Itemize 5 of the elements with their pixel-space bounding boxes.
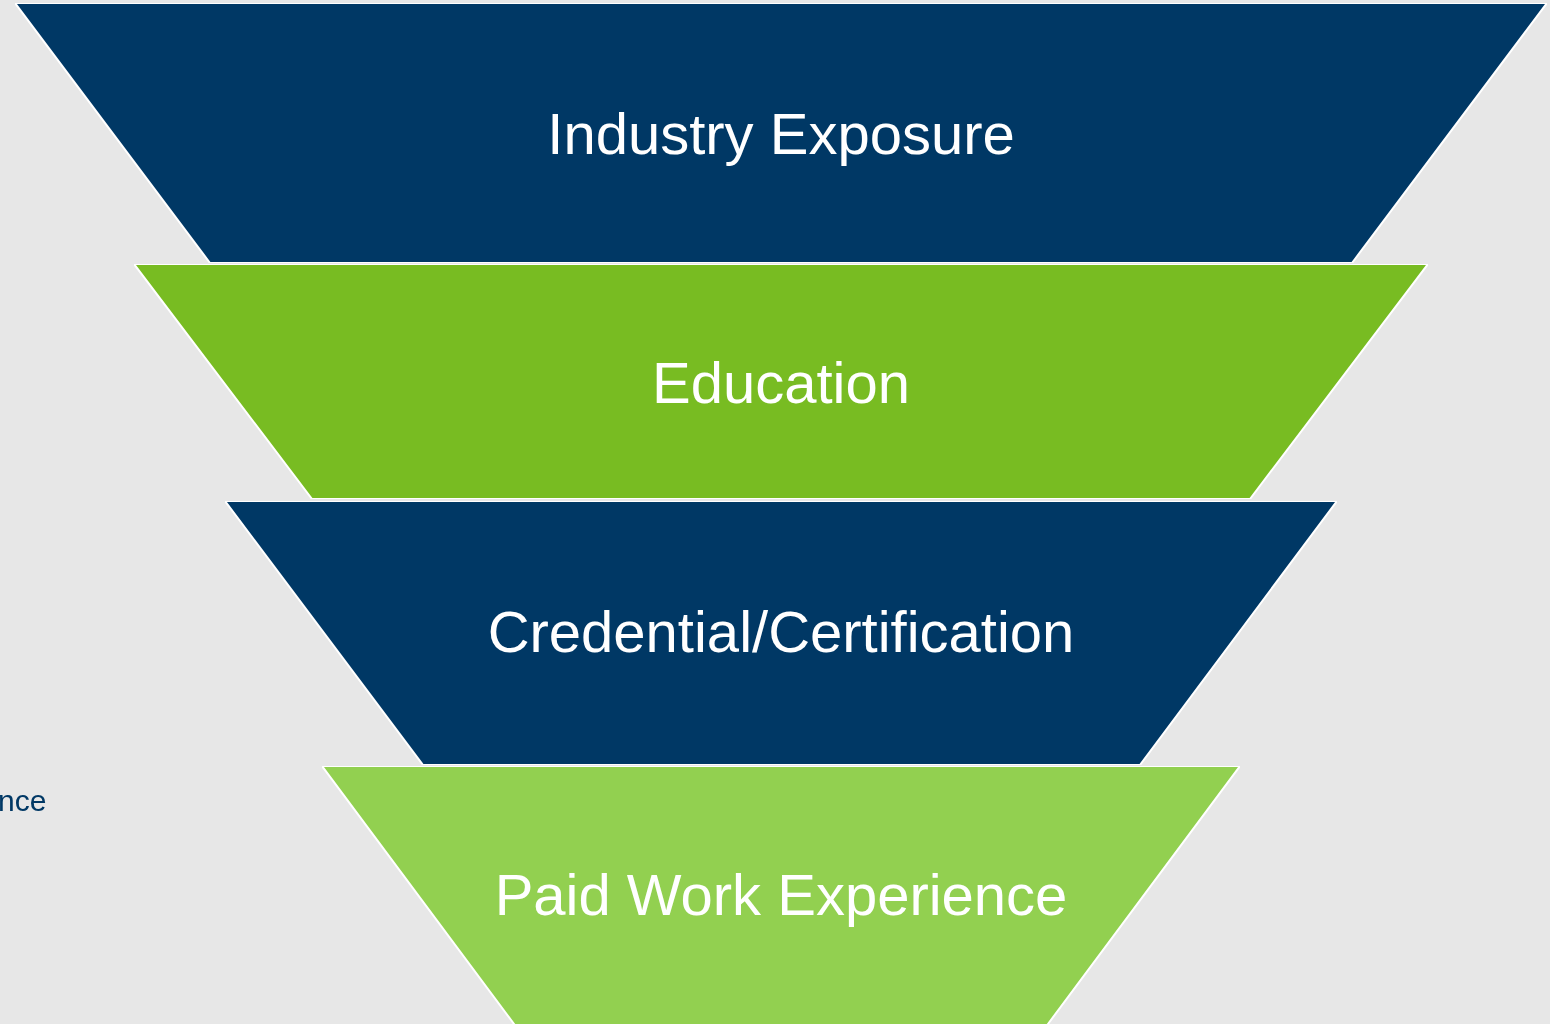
stage-label: Paid Work Experience: [494, 860, 1068, 928]
cut-off-text: nce: [0, 784, 47, 818]
stage-label: Credential/Certification: [487, 597, 1075, 665]
stage-label: Industry Exposure: [547, 99, 1015, 167]
stage-label: Education: [652, 348, 910, 416]
